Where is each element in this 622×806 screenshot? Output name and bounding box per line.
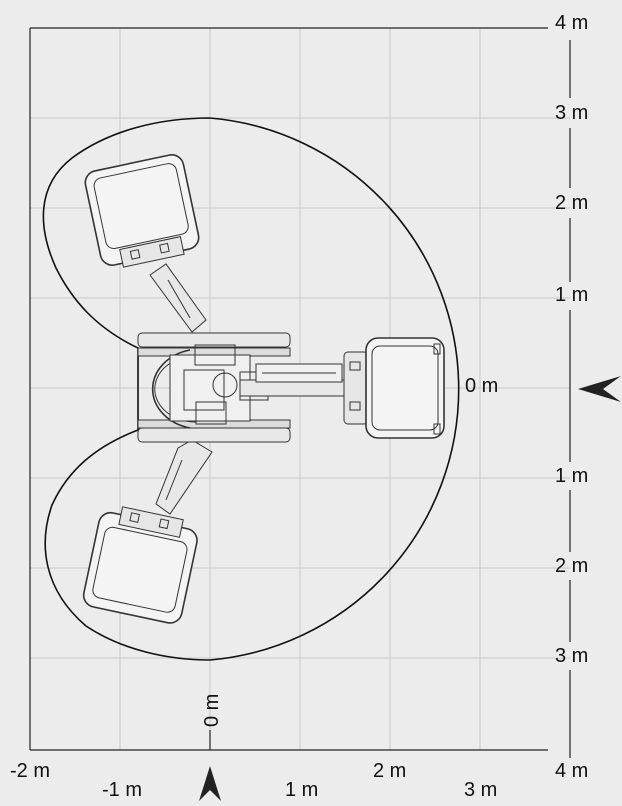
y-label-top-1: 1 m [555, 284, 588, 306]
x-label-1: 1 m [285, 779, 318, 801]
x-label-minus-2: -2 m [10, 760, 50, 782]
arrowhead-left-icon [578, 376, 621, 402]
bottom-axis-labels: -2 m -1 m 0 m 1 m 2 m 3 m 4 m [10, 694, 588, 801]
y-label-top-4: 4 m [555, 12, 588, 34]
main-boom [239, 363, 351, 397]
right-axis-labels: 4 m 3 m 2 m 1 m 0 m 1 m 2 m 3 m [465, 12, 588, 667]
upper-left-platform [84, 154, 200, 268]
y-label-top-3: 3 m [555, 102, 588, 124]
arrowhead-up-icon [199, 766, 221, 801]
x-label-minus-1: -1 m [102, 779, 142, 801]
y-label-zero: 0 m [465, 375, 498, 397]
x-label-3: 3 m [464, 779, 497, 801]
right-platform [343, 337, 445, 439]
x-label-zero: 0 m [201, 694, 223, 727]
machine-drawing [82, 154, 445, 624]
x-label-2: 2 m [373, 760, 406, 782]
lower-left-boom [155, 439, 213, 515]
y-label-bottom-1: 1 m [555, 465, 588, 487]
y-label-top-2: 2 m [555, 192, 588, 214]
x-label-4: 4 m [555, 760, 588, 782]
lower-left-platform [82, 506, 198, 624]
working-envelope-outline [42, 117, 460, 661]
chassis [137, 332, 291, 443]
y-label-bottom-2: 2 m [555, 555, 588, 577]
y-label-bottom-3: 3 m [555, 645, 588, 667]
plot-frame [29, 27, 571, 758]
